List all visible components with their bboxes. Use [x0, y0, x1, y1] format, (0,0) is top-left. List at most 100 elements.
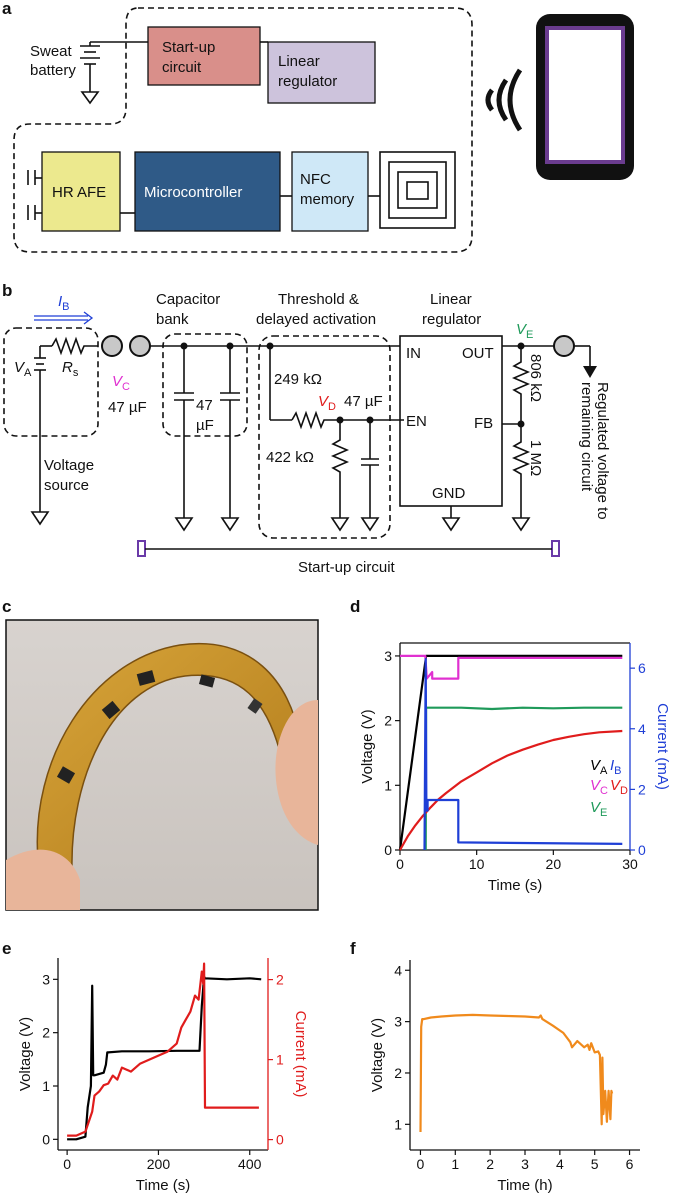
x-tick-label: 6: [626, 1156, 634, 1172]
x-tick-label: 400: [238, 1156, 262, 1172]
smartphone-icon: [536, 14, 634, 180]
panel-label-f: f: [350, 939, 356, 958]
r249-label: 249 kΩ: [274, 371, 322, 388]
y-tick-label: 1: [394, 1116, 402, 1132]
x-tick-label: 2: [486, 1156, 494, 1172]
x-tick-label: 4: [556, 1156, 564, 1172]
startup-block-boundary: [13, 7, 473, 253]
linear-regulator-label-1: Linear: [278, 53, 320, 70]
capacitor-bank-label-2: bank: [156, 311, 189, 328]
hr-afe-label: HR AFE: [52, 184, 106, 201]
x-tick-label: 0: [417, 1156, 425, 1172]
regulator-label-2: regulator: [422, 311, 481, 328]
legend-item: VE: [590, 799, 607, 819]
linear-regulator-box: [267, 41, 376, 104]
microcontroller-box: [134, 151, 281, 232]
y-tick-label: 2: [384, 713, 392, 729]
voltage-source-symbol: [30, 336, 98, 526]
device-photo: [5, 619, 319, 911]
pin-in: IN: [406, 345, 421, 362]
y-axis-title: Voltage (V): [369, 1018, 386, 1092]
pin-fb: FB: [474, 415, 493, 432]
y2-tick-label: 0: [276, 1132, 284, 1148]
y2-tick-label: 2: [276, 972, 284, 988]
panel-label-d: d: [350, 597, 360, 616]
y-tick-label: 0: [42, 1131, 50, 1147]
nfc-antenna-coil: [368, 151, 456, 229]
legend-item: VD: [610, 777, 628, 797]
capacitor-bank-box: [162, 333, 248, 437]
r422-label: 422 kΩ: [266, 449, 314, 466]
series-line-vd: [399, 729, 623, 851]
va-label: VA: [14, 359, 32, 379]
x-tick-label: 3: [521, 1156, 529, 1172]
wireless-signal-icon: [485, 68, 523, 132]
y-tick-label: 1: [42, 1078, 50, 1094]
x-tick-label: 10: [469, 856, 485, 872]
x-tick-label: 0: [63, 1156, 71, 1172]
ve-label: VE: [516, 321, 533, 341]
regulated-label-2: remaining circuit: [578, 382, 595, 492]
y2-axis-title: Current (mA): [292, 1011, 309, 1098]
series-line-vc: [400, 654, 623, 680]
series-line-ve: [424, 706, 623, 851]
y-tick-label: 3: [384, 648, 392, 664]
y2-tick-label: 4: [638, 721, 646, 737]
startup-circuit-box: [147, 26, 261, 86]
pin-out: OUT: [462, 345, 494, 362]
y2-axis-title: Current (mA): [654, 703, 671, 790]
regulated-label-1: Regulated voltage to: [594, 382, 611, 520]
voltage-source-box: [3, 327, 99, 437]
connector-pad-1: [101, 335, 123, 357]
linear-regulator-label-2: regulator: [278, 73, 337, 90]
hr-afe-box: [41, 151, 121, 232]
panel-label-a: a: [2, 0, 12, 18]
x-axis-title: Time (h): [497, 1177, 552, 1194]
threshold-label-1: Threshold &: [278, 291, 359, 308]
y-tick-label: 3: [394, 1014, 402, 1030]
panel-label-e: e: [2, 939, 11, 958]
threshold-network: [266, 342, 404, 532]
series-line-voltage: [419, 1013, 614, 1133]
rs-label: Rs: [62, 359, 79, 379]
startup-circuit-caption: Start-up circuit: [298, 559, 396, 576]
series-line-voltage: [67, 975, 262, 1141]
y-tick-label: 0: [384, 842, 392, 858]
sweat-battery-symbol: [80, 41, 148, 105]
y2-tick-label: 6: [638, 660, 646, 676]
cap-47-left-label: 47 µF: [108, 399, 147, 416]
x-tick-label: 1: [451, 1156, 459, 1172]
y2-tick-label: 2: [638, 781, 646, 797]
vc-label: VC: [112, 373, 130, 393]
nfc-memory-label-1: NFC: [300, 171, 331, 188]
ib-arrow: [34, 311, 94, 325]
threshold-box: [258, 335, 391, 539]
y2-tick-label: 0: [638, 842, 646, 858]
voltage-source-label-2: source: [44, 477, 89, 494]
x-tick-label: 20: [546, 856, 562, 872]
sweat-battery-label-2: battery: [30, 62, 76, 79]
y-tick-label: 4: [394, 962, 402, 978]
y-tick-label: 3: [42, 971, 50, 987]
startup-circuit-label-1: Start-up: [162, 39, 215, 56]
y-axis-title: Voltage (V): [17, 1017, 34, 1091]
legend-item: IB: [610, 757, 622, 777]
nfc-memory-label-2: memory: [300, 191, 355, 208]
y-tick-label: 2: [394, 1065, 402, 1081]
vd-label: VD: [318, 393, 336, 413]
voltage-source-label-1: Voltage: [44, 457, 94, 474]
legend-item: VA: [590, 757, 608, 777]
cap-47-threshold-label: 47 µF: [344, 393, 383, 410]
threshold-label-2: delayed activation: [256, 311, 376, 328]
x-tick-label: 5: [591, 1156, 599, 1172]
sweat-battery-label-1: Sweat: [30, 43, 73, 60]
legend-item: VC: [590, 777, 608, 797]
capacitor-bank-label-1: Capacitor: [156, 291, 220, 308]
regulator-output-network: [441, 342, 597, 532]
cap-bank-value-top: 47: [196, 397, 213, 414]
startup-circuit-bracket: [137, 540, 560, 557]
y-tick-label: 2: [42, 1025, 50, 1041]
regulator-label-1: Linear: [430, 291, 472, 308]
